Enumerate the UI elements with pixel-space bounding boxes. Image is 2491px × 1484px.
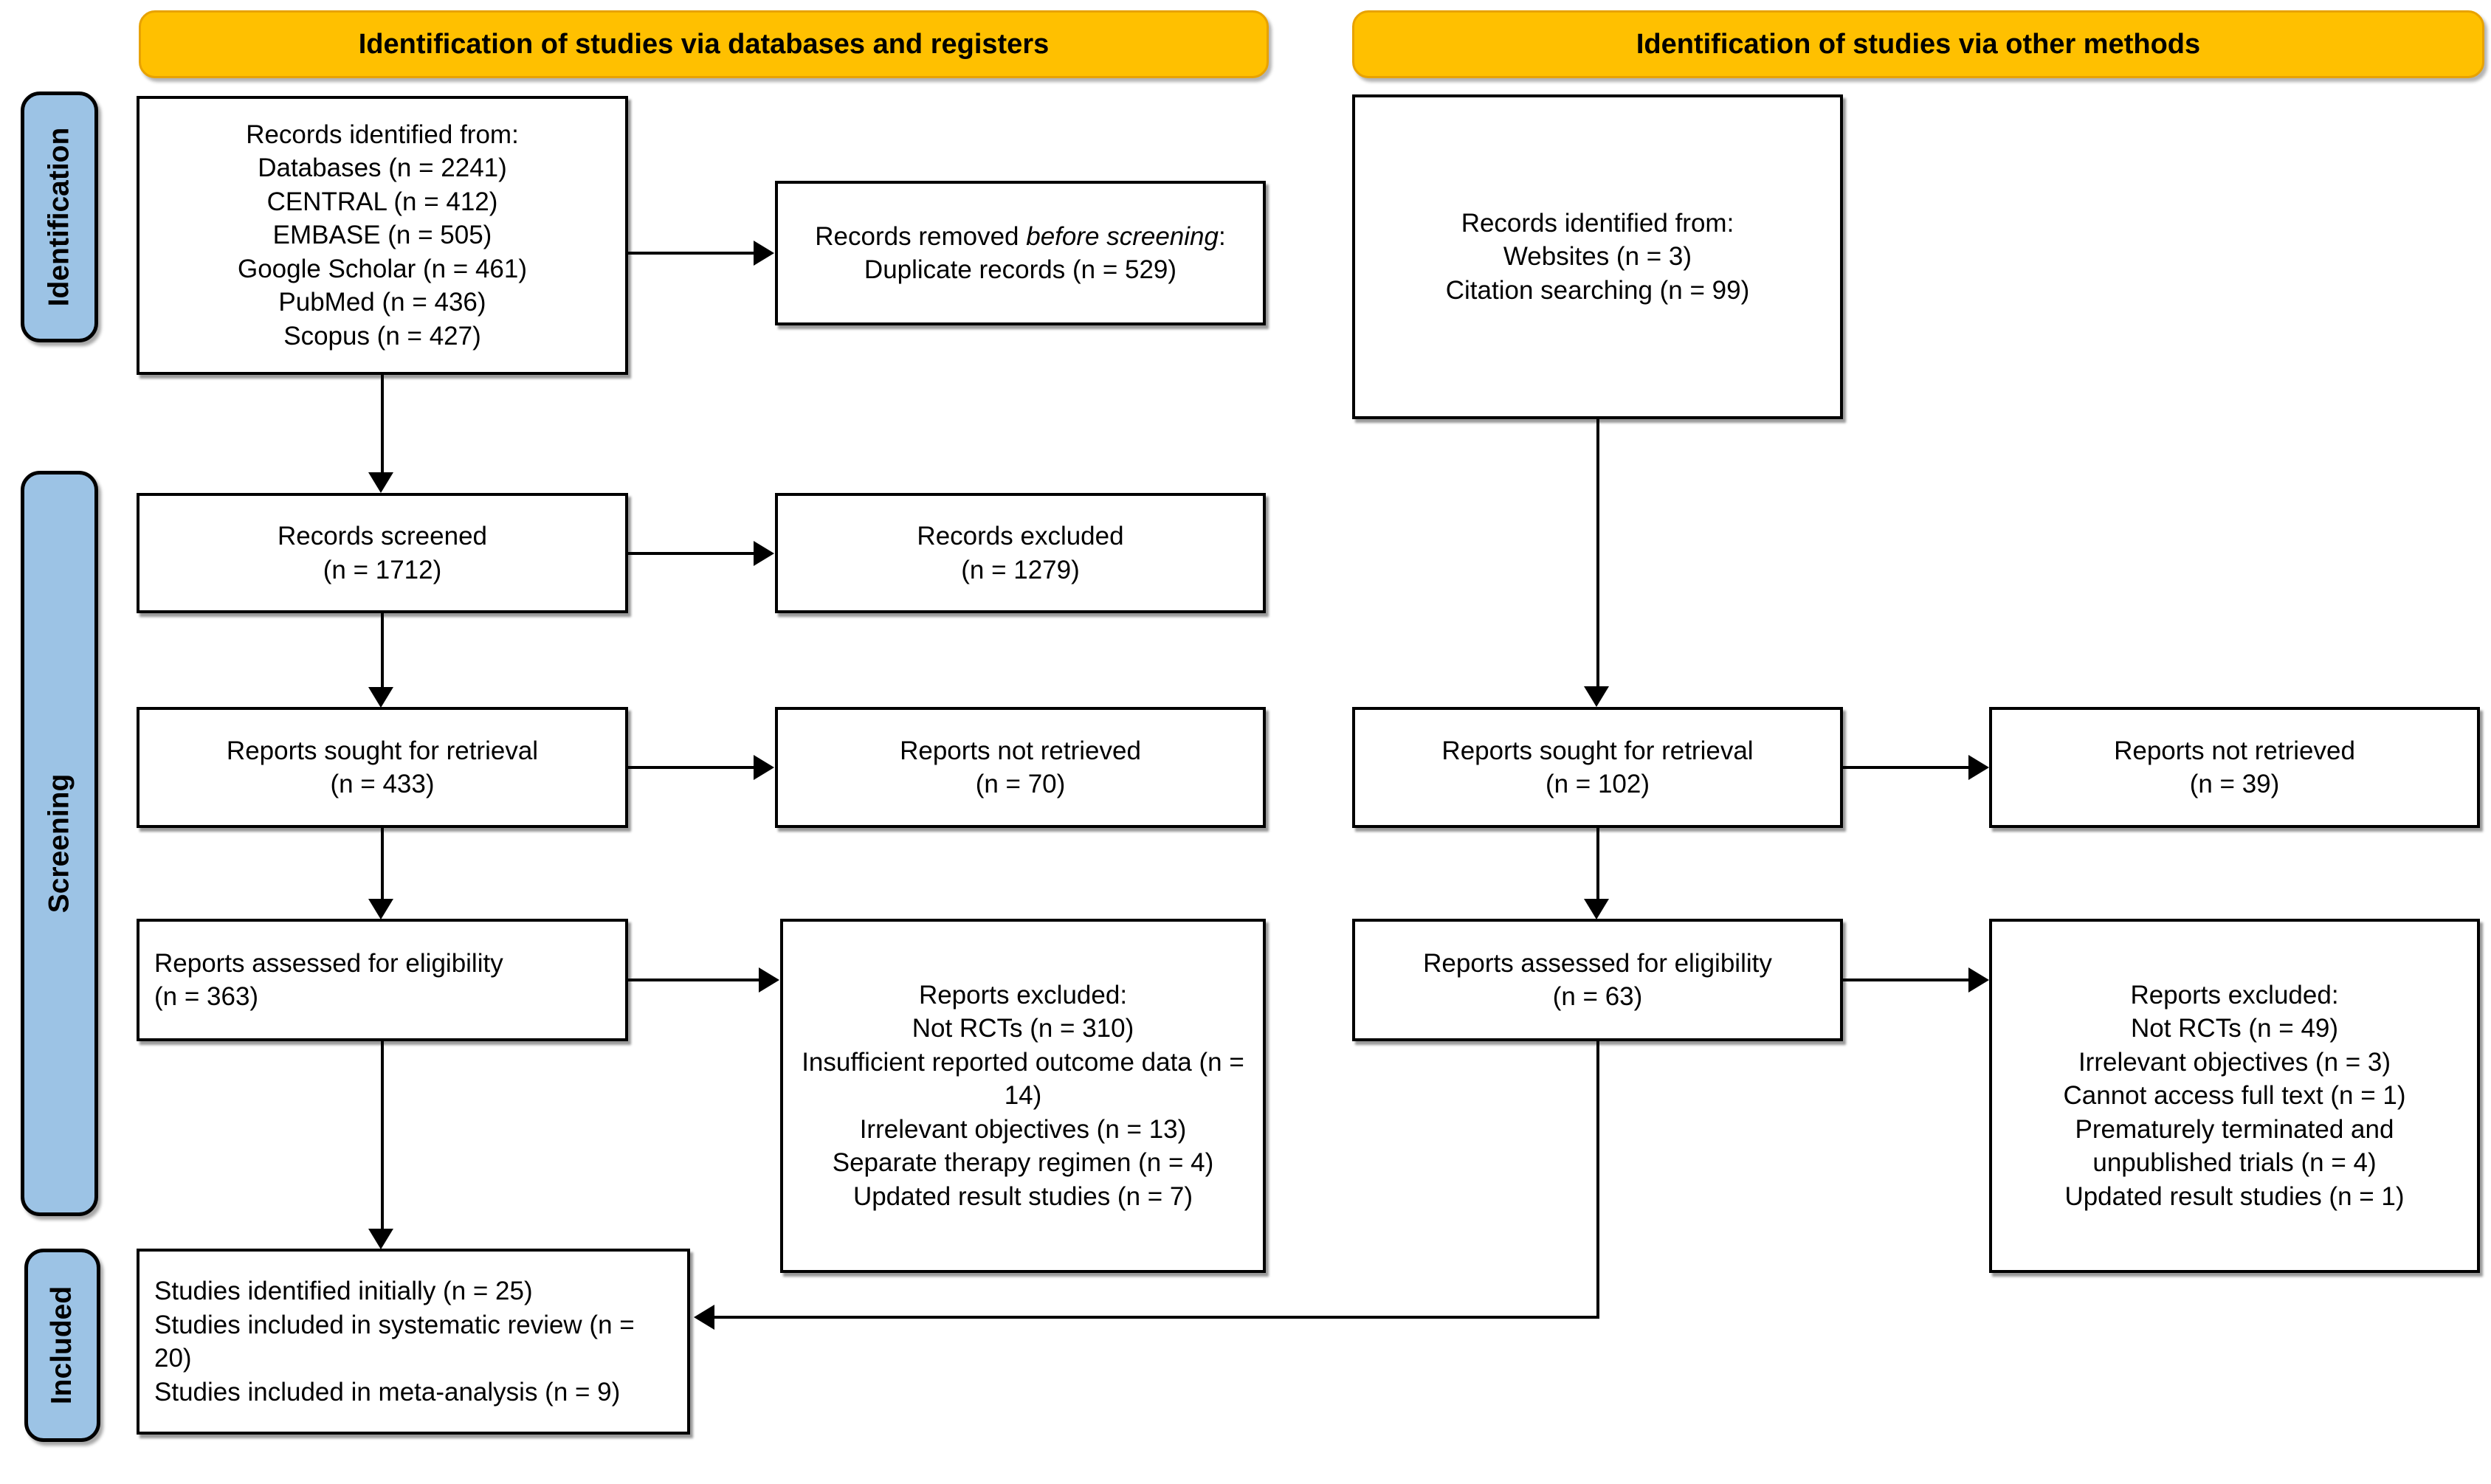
stage-label-screening-text: Screening (43, 773, 75, 914)
stage-label-included-text: Included (46, 1285, 78, 1405)
connector-sought-to-assessed-other (1596, 828, 1599, 899)
connector-identified-other-to-sought (1596, 419, 1599, 686)
stage-label-identification: Identification (21, 92, 98, 342)
box-reports-excluded-other-methods-text: Reports excluded: Not RCTs (n = 49) Irre… (2063, 980, 2406, 1211)
box-reports-sought-other-methods-text: Reports sought for retrieval (n = 102) (1441, 736, 1754, 799)
arrowhead-screened-to-sought (368, 687, 393, 708)
box-records-screened-text: Records screened (n = 1712) (277, 522, 488, 584)
stage-label-included: Included (24, 1249, 100, 1442)
arrowhead-assessed-other-to-included (694, 1305, 714, 1330)
connector-assessed-to-excluded-other (1843, 979, 1968, 981)
box-studies-included: Studies identified initially (n = 25) St… (137, 1249, 690, 1435)
box-reports-not-retrieved-databases: Reports not retrieved (n = 70) (775, 707, 1266, 828)
box-records-identified-databases: Records identified from: Databases (n = … (137, 96, 628, 375)
box-records-excluded: Records excluded (n = 1279) (775, 493, 1266, 613)
box-records-identified-databases-text: Records identified from: Databases (n = … (237, 120, 528, 351)
box-reports-excluded-other-methods: Reports excluded: Not RCTs (n = 49) Irre… (1989, 919, 2480, 1273)
connector-identified-to-screened (381, 375, 384, 472)
arrowhead-identified-other-to-sought (1584, 686, 1609, 707)
connector-sought-to-not-retrieved-db (628, 766, 754, 769)
box-records-screened: Records screened (n = 1712) (137, 493, 628, 613)
box-records-excluded-text: Records excluded (n = 1279) (917, 522, 1124, 584)
box-reports-excluded-databases-text: Reports excluded: Not RCTs (n = 310) Ins… (802, 980, 1244, 1211)
connector-assessed-to-excluded-db (628, 979, 759, 981)
arrowhead-sought-to-assessed-other (1584, 899, 1609, 919)
box-records-identified-other-methods: Records identified from: Websites (n = 3… (1352, 94, 1843, 419)
connector-assessed-other-down (1596, 1041, 1599, 1319)
box-reports-assessed-other-methods-text: Reports assessed for eligibility (n = 63… (1423, 948, 1772, 1012)
arrowhead-assessed-to-included (368, 1229, 393, 1249)
box-reports-assessed-databases: Reports assessed for eligibility (n = 36… (137, 919, 628, 1041)
arrowhead-assessed-to-excluded-db (759, 967, 779, 993)
stage-label-identification-text: Identification (43, 127, 75, 307)
box-studies-included-text: Studies identified initially (n = 25) St… (154, 1277, 635, 1407)
box-reports-not-retrieved-other-methods: Reports not retrieved (n = 39) (1989, 707, 2480, 828)
connector-assessed-other-to-included (714, 1316, 1598, 1319)
box-reports-not-retrieved-databases-text: Reports not retrieved (n = 70) (900, 736, 1141, 799)
arrowhead-assessed-to-excluded-other (1968, 967, 1989, 993)
banner-databases-label: Identification of studies via databases … (358, 28, 1050, 60)
box-records-removed-before-screening: Records removed before screening: Duplic… (775, 181, 1266, 325)
arrowhead-screened-to-excluded (754, 541, 774, 566)
stage-label-screening: Screening (21, 471, 98, 1216)
box-reports-assessed-databases-text: Reports assessed for eligibility (n = 36… (154, 948, 503, 1012)
arrowhead-identified-to-removed (754, 241, 774, 266)
box-records-removed-text: Records removed before screening: Duplic… (815, 221, 1226, 285)
arrowhead-sought-to-not-retrieved-other (1968, 755, 1989, 780)
connector-screened-to-sought (381, 613, 384, 687)
arrowhead-sought-to-not-retrieved-db (754, 755, 774, 780)
box-reports-sought-databases: Reports sought for retrieval (n = 433) (137, 707, 628, 828)
connector-assessed-to-included (381, 1041, 384, 1229)
connector-sought-to-assessed-db (381, 828, 384, 899)
connector-sought-to-not-retrieved-other (1843, 766, 1968, 769)
banner-databases-registers: Identification of studies via databases … (139, 10, 1269, 78)
box-reports-sought-other-methods: Reports sought for retrieval (n = 102) (1352, 707, 1843, 828)
box-reports-sought-databases-text: Reports sought for retrieval (n = 433) (226, 736, 539, 799)
box-reports-excluded-databases: Reports excluded: Not RCTs (n = 310) Ins… (780, 919, 1266, 1273)
arrowhead-sought-to-assessed-db (368, 899, 393, 919)
arrowhead-identified-to-screened (368, 472, 393, 493)
connector-screened-to-excluded (628, 552, 754, 555)
box-records-identified-other-methods-text: Records identified from: Websites (n = 3… (1445, 208, 1750, 305)
box-reports-not-retrieved-other-methods-text: Reports not retrieved (n = 39) (2114, 736, 2355, 799)
connector-identified-to-removed (628, 252, 754, 255)
box-reports-assessed-other-methods: Reports assessed for eligibility (n = 63… (1352, 919, 1843, 1041)
banner-other-methods-label: Identification of studies via other meth… (1636, 28, 2201, 60)
banner-other-methods: Identification of studies via other meth… (1352, 10, 2484, 78)
